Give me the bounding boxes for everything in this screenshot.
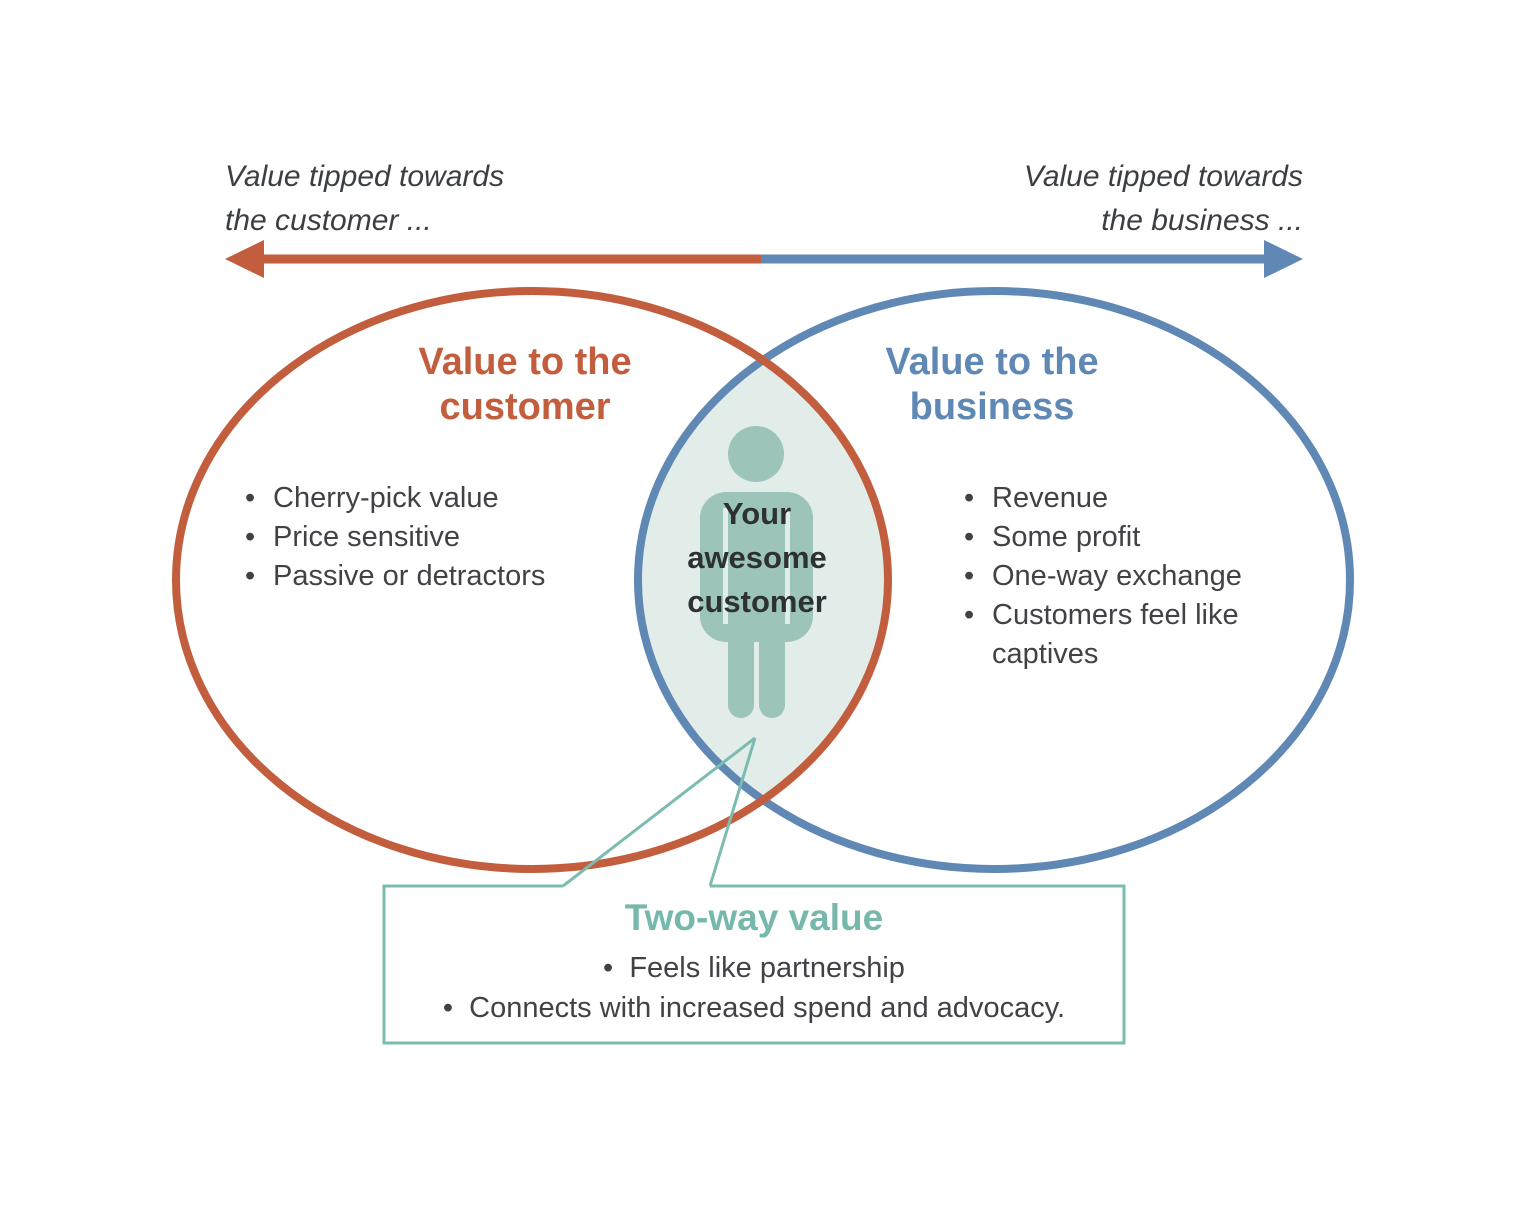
customer-circle-title: Value to the customer (330, 340, 720, 430)
two-way-box-bullet-list: Feels like partnership Connects with inc… (384, 948, 1124, 1028)
spectrum-arrow-right (761, 240, 1303, 278)
overlap-lens (638, 291, 888, 869)
person-icon (700, 426, 813, 718)
list-item: Cherry-pick value (243, 479, 603, 518)
business-circle-title: Value to the business (797, 340, 1187, 430)
axis-label-customer-line1: Value tipped towards (225, 160, 505, 193)
axis-label-business-line2: the business ... (1101, 204, 1303, 237)
axis-label-customer: Value tipped towards the customer ... (225, 155, 504, 243)
overlap-label-line1: Your (722, 496, 792, 531)
overlap-label: Your awesome customer (657, 492, 857, 624)
list-item: Customers feel like captives (962, 596, 1282, 674)
customer-circle-title-line1: Value to the (418, 341, 632, 383)
business-bullet-list: Revenue Some profit One-way exchange Cus… (962, 479, 1282, 674)
list-item: Passive or detractors (243, 557, 603, 596)
axis-label-business-line1: Value tipped towards (1023, 160, 1303, 193)
axis-label-customer-line2: the customer ... (225, 204, 432, 237)
list-item: Some profit (962, 518, 1282, 557)
customer-ellipse (172, 287, 892, 873)
callout-connector (562, 736, 757, 888)
spectrum-arrow-left (225, 240, 761, 278)
list-item: One-way exchange (962, 557, 1282, 596)
business-ellipse (634, 287, 1354, 873)
list-item: Connects with increased spend and advoca… (384, 988, 1124, 1028)
overlap-label-line3: customer (687, 584, 827, 619)
callout-connector-left-line (562, 736, 756, 888)
list-item: Feels like partnership (384, 948, 1124, 988)
list-item: Revenue (962, 479, 1282, 518)
business-circle-title-line1: Value to the (885, 341, 1099, 383)
overlap-label-line2: awesome (687, 540, 827, 575)
callout-connector-right-line (708, 737, 757, 887)
two-way-box-border (382, 884, 1126, 1045)
spectrum-arrow (225, 240, 1303, 278)
axis-label-business: Value tipped towards the business ... (1024, 155, 1303, 243)
customer-bullet-list: Cherry-pick value Price sensitive Passiv… (243, 479, 603, 596)
two-way-box-title: Two-way value (624, 897, 884, 938)
business-circle-title-line2: business (909, 386, 1075, 428)
list-item: Price sensitive (243, 518, 603, 557)
customer-circle-title-line2: customer (439, 386, 611, 428)
